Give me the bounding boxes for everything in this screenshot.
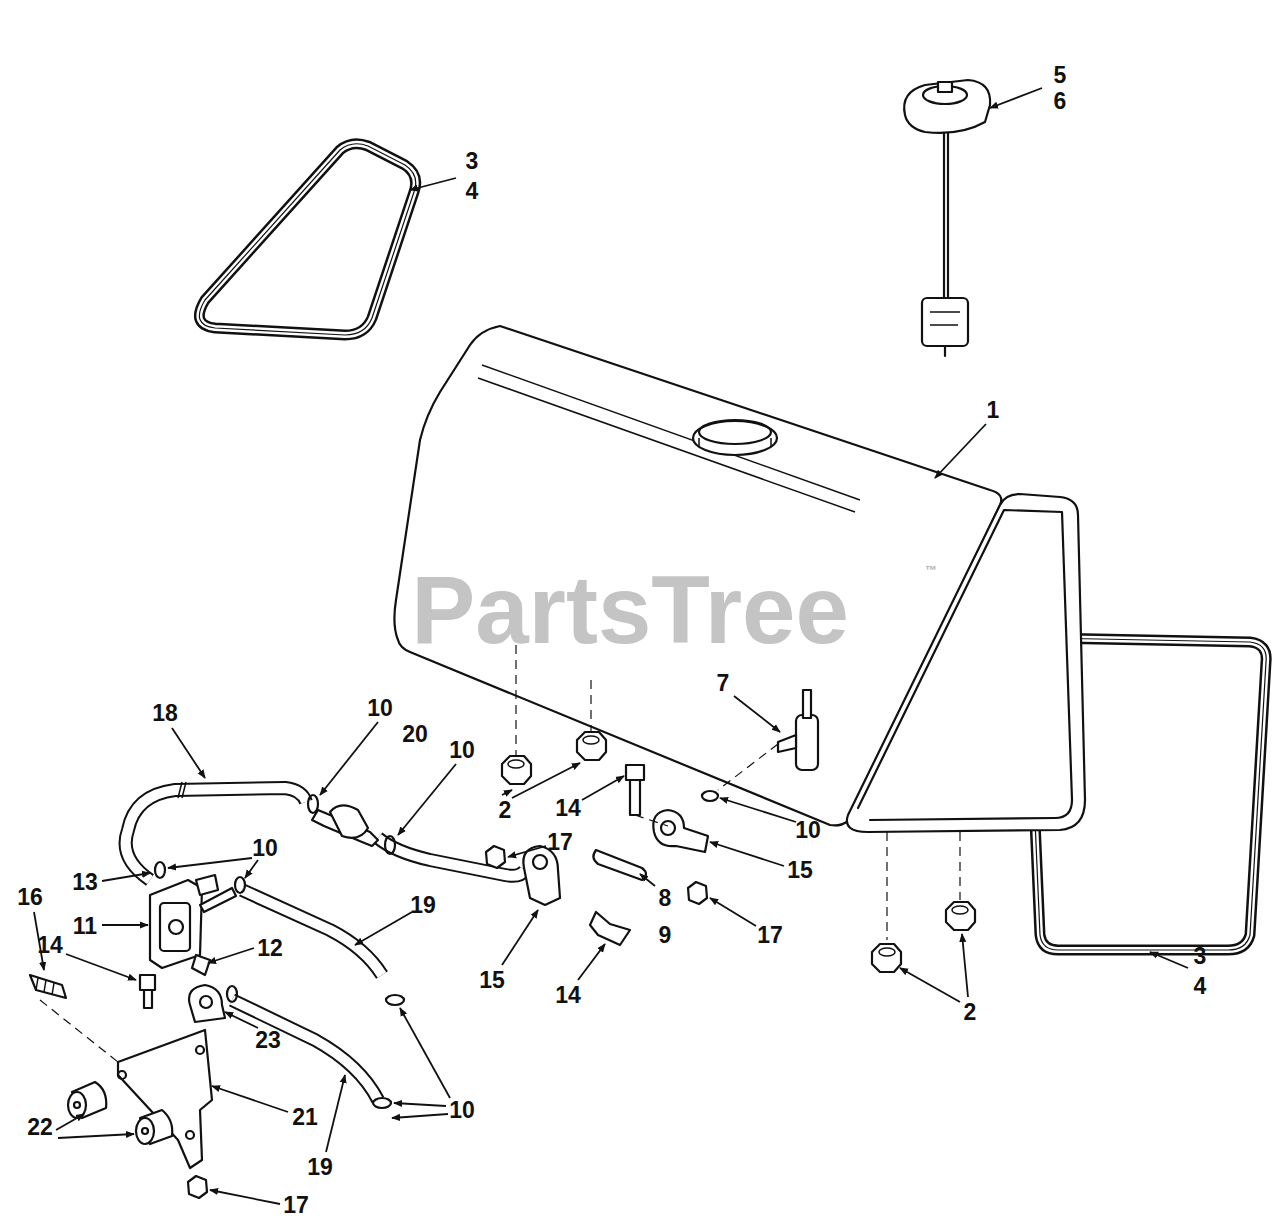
watermark: PartsTree — [411, 562, 849, 658]
fuel-pump — [150, 875, 236, 975]
callout-number: 16 — [17, 886, 43, 909]
hex-nut — [502, 645, 975, 972]
mount-bracket — [118, 1030, 212, 1168]
hex-nut — [188, 846, 707, 1198]
callout-number: 20 — [402, 723, 428, 746]
fuel-cap-gauge — [904, 80, 990, 356]
callout-number: 14 — [555, 984, 581, 1007]
callout-number: 22 — [27, 1116, 53, 1139]
fuel-filter — [312, 805, 378, 846]
callout-number: 15 — [479, 969, 505, 992]
callout-number: 6 — [1054, 90, 1067, 113]
callout-number: 17 — [283, 1194, 309, 1217]
callout-number: 10 — [795, 819, 821, 842]
callout-number: 4 — [466, 180, 479, 203]
callout-number: 13 — [72, 871, 98, 894]
tube-spacer — [593, 850, 646, 880]
callout-number: 11 — [73, 915, 97, 938]
callout-number: 18 — [152, 702, 178, 725]
callout-number: 2 — [499, 799, 512, 822]
bolt — [30, 765, 668, 1062]
callout-number: 19 — [410, 894, 436, 917]
callout-number: 2 — [964, 1001, 977, 1024]
callout-number: 8 — [659, 887, 672, 910]
callout-number: 21 — [292, 1106, 318, 1129]
line-clamp — [189, 810, 708, 1022]
leader-arrows — [34, 88, 1188, 1204]
tank-fitting — [718, 690, 818, 790]
callout-number: 5 — [1054, 64, 1067, 87]
callout-number: 1 — [987, 399, 1000, 422]
callout-number: 23 — [255, 1029, 281, 1052]
callout-number: 19 — [307, 1156, 333, 1179]
callout-number: 7 — [717, 672, 730, 695]
callout-number: 10 — [367, 697, 393, 720]
hose-clamp — [155, 791, 718, 1108]
callout-number: 15 — [787, 859, 813, 882]
callout-number: 9 — [659, 924, 672, 947]
fuel-tank — [394, 326, 1085, 832]
tank-strap — [199, 144, 415, 335]
callout-number: 17 — [547, 831, 573, 854]
callout-number: 3 — [1194, 945, 1207, 968]
callout-number: 10 — [449, 739, 475, 762]
callout-number: 17 — [757, 924, 783, 947]
trademark-mark: ™ — [925, 564, 937, 576]
callout-number: 12 — [257, 937, 283, 960]
callout-number: 14 — [555, 797, 581, 820]
callout-number: 14 — [37, 934, 63, 957]
callout-number: 4 — [1194, 975, 1207, 998]
callout-number: 10 — [449, 1099, 475, 1122]
callout-number: 3 — [466, 150, 479, 173]
callout-number: 10 — [252, 837, 278, 860]
